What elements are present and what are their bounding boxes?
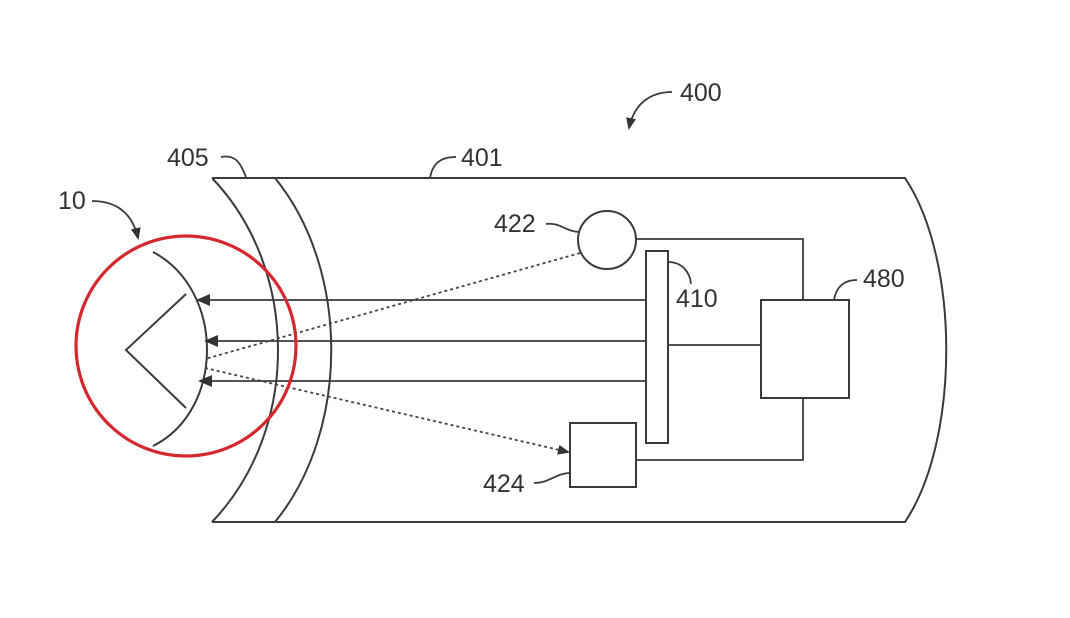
- controller-box: [760, 299, 850, 399]
- label-405: 405: [167, 144, 209, 172]
- label-400: 400: [680, 79, 722, 107]
- leader-401: [429, 156, 457, 179]
- dotted-beam-emitter-to-eye: [204, 252, 581, 360]
- eye-cornea-arc: [152, 251, 208, 447]
- leader-405: [220, 155, 247, 178]
- leader-arrow-400: [626, 91, 673, 130]
- leader-410: [667, 261, 692, 285]
- label-410: 410: [676, 285, 718, 313]
- front-layer-inner-curve: [274, 177, 333, 523]
- highlight-circle: [74, 234, 298, 458]
- label-480: 480: [863, 265, 905, 293]
- eye-lens-wedge: [124, 293, 187, 409]
- housing-outline: [212, 177, 948, 523]
- label-401: 401: [461, 144, 503, 172]
- leader-422: [545, 222, 581, 233]
- optical-element: [645, 250, 669, 444]
- label-424: 424: [483, 470, 525, 498]
- dotted-beam-eye-to-detector: [204, 367, 570, 455]
- emitter-circle: [577, 210, 637, 270]
- wire-detector-to-controller: [636, 398, 804, 461]
- leader-424: [533, 472, 571, 484]
- label-422: 422: [494, 210, 536, 238]
- leader-arrow-10: [91, 200, 141, 240]
- leader-480: [833, 279, 858, 301]
- wire-emitter-to-controller: [636, 238, 804, 300]
- detector-box: [569, 422, 637, 488]
- label-10: 10: [58, 187, 86, 215]
- front-layer-outer-curve: [211, 177, 279, 523]
